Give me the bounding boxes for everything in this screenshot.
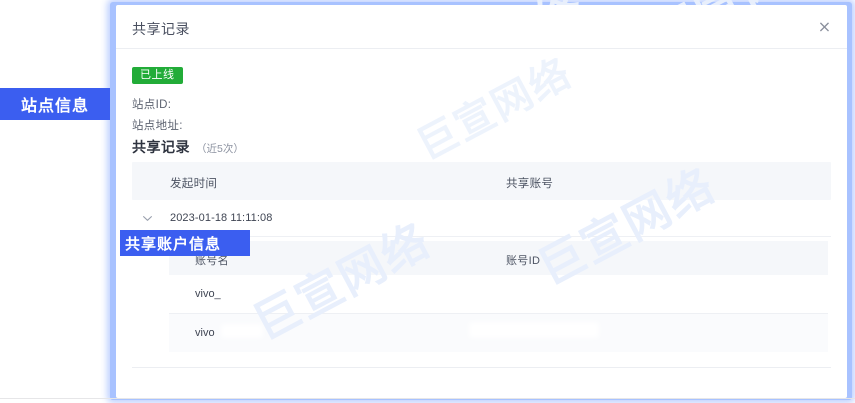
dialog-header: 共享记录 × <box>116 5 847 49</box>
expanded-row-panel: 账号名 账号ID vivo_ vivo <box>132 237 831 391</box>
account-table-header: 账号名 账号ID <box>169 241 828 275</box>
status-badge: 已上线 <box>132 67 183 85</box>
redaction-mask <box>224 286 246 298</box>
dialog-body: 已上线 站点ID: 站点地址: 共享记录 （近5次） 发起时间 共享账号 <box>116 49 847 398</box>
cell-initiate-time: 2023-01-18 11:11:08 <box>170 212 273 224</box>
column-header-time: 发起时间 <box>170 178 218 190</box>
redaction-mask <box>221 324 263 338</box>
account-row[interactable]: vivo_ <box>169 275 828 314</box>
site-address-label: 站点地址: <box>132 120 183 132</box>
chevron-down-icon[interactable] <box>142 213 153 224</box>
cell-account-name: vivo <box>195 327 215 339</box>
shared-account-table: 账号名 账号ID vivo_ vivo <box>169 241 828 352</box>
share-section-subtitle: （近5次） <box>196 143 244 155</box>
share-section-title: 共享记录 （近5次） <box>132 137 244 157</box>
column-header-account-name: 账号名 <box>195 255 229 267</box>
body-divider <box>132 367 831 368</box>
column-header-account: 共享账号 <box>506 178 554 190</box>
account-row[interactable]: vivo <box>169 314 828 352</box>
dialog-title: 共享记录 <box>132 21 190 37</box>
share-record-table: 发起时间 共享账号 2023-01-18 11:11:08 账 <box>132 162 831 391</box>
page-bottom-divider <box>0 398 855 399</box>
share-table-header: 发起时间 共享账号 <box>132 162 831 200</box>
annotation-site-info: 站点信息 <box>0 88 110 120</box>
share-record-dialog: 共享记录 × 已上线 站点ID: 站点地址: 共享记录 （近5次） 发起时间 共享… <box>116 5 847 398</box>
close-icon[interactable]: × <box>817 17 832 36</box>
share-section-title-text: 共享记录 <box>132 139 190 155</box>
column-header-account-id: 账号ID <box>506 255 541 267</box>
annotation-shared-account-info: 共享账户信息 <box>120 230 250 256</box>
site-id-label: 站点ID: <box>132 99 172 111</box>
cell-account-name: vivo_ <box>195 288 221 300</box>
redaction-mask <box>469 322 599 338</box>
